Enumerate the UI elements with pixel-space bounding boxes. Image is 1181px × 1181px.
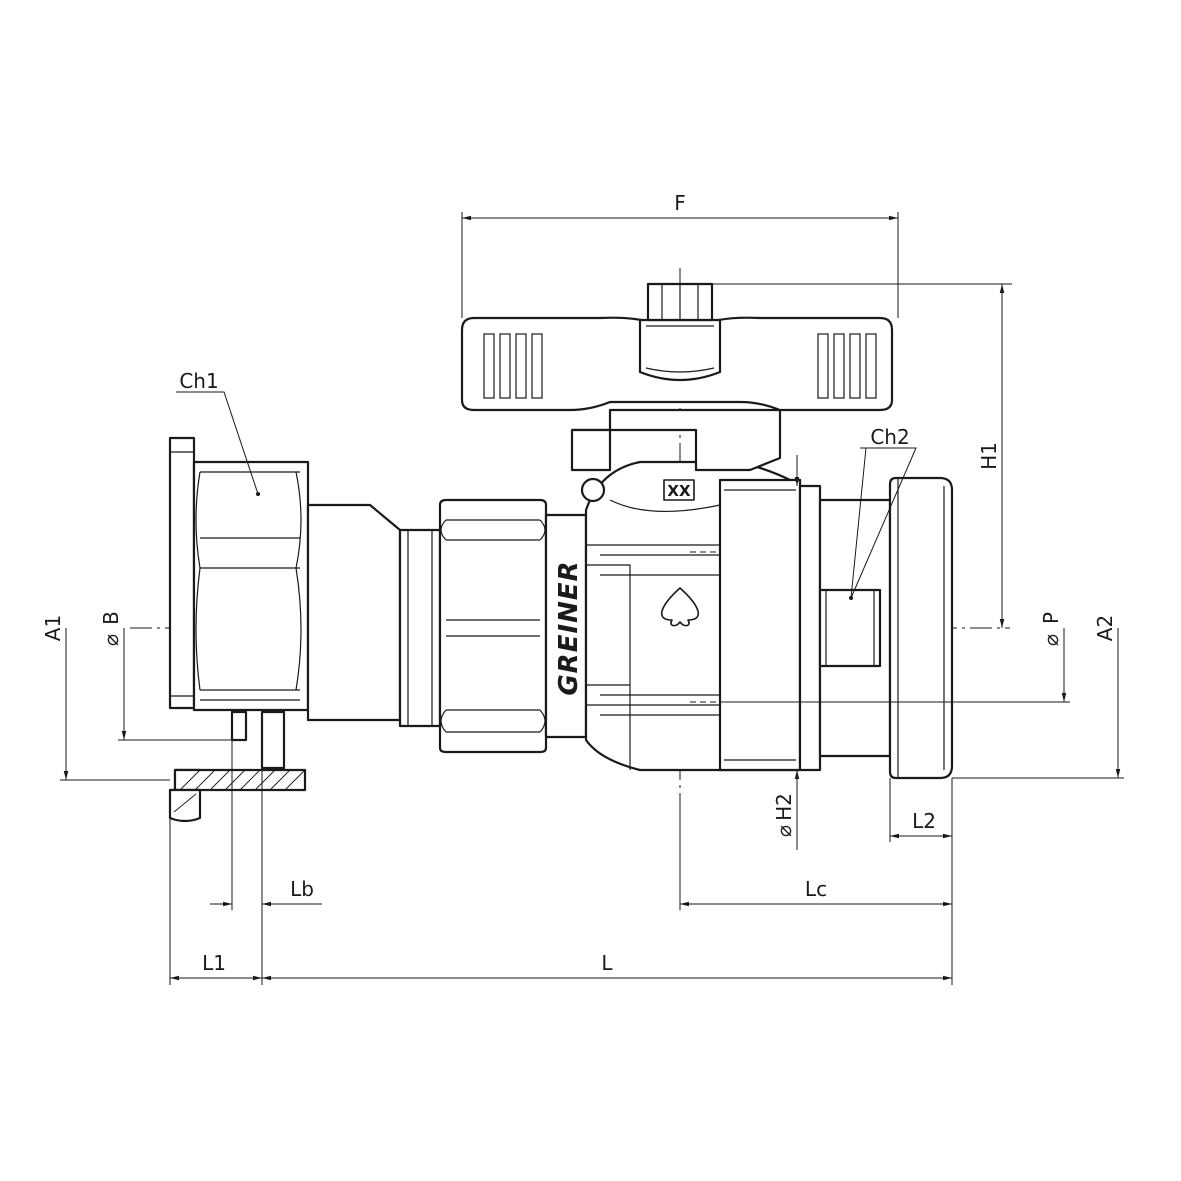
diameter-symbol-h2: ⌀ <box>772 825 796 837</box>
label-f: F <box>674 191 686 215</box>
label-l: L <box>601 951 613 975</box>
right-union-outlet <box>798 476 954 780</box>
label-l1: L1 <box>202 951 226 975</box>
label-lb: Lb <box>290 877 314 901</box>
label-p: P <box>1039 612 1063 624</box>
label-h2: H2 <box>772 793 796 821</box>
label-a1: A1 <box>41 615 65 641</box>
brand-text: GREINER <box>554 560 584 695</box>
label-l2: L2 <box>912 809 936 833</box>
handle-assembly <box>460 282 894 472</box>
label-h1: H1 <box>977 442 1001 470</box>
union-nut <box>438 498 588 754</box>
hatch-section-left <box>173 769 306 813</box>
diameter-symbol-b: ⌀ <box>99 634 123 646</box>
label-a2: A2 <box>1093 615 1117 641</box>
diameter-symbol-p: ⌀ <box>1039 634 1063 646</box>
label-lc: Lc <box>805 877 827 901</box>
label-ch2: Ch2 <box>870 425 909 449</box>
valve-body: XX GREINER <box>554 460 802 772</box>
flow-direction-spade-icon <box>660 587 700 627</box>
left-flange-connector <box>168 436 442 823</box>
label-b: B <box>99 611 123 625</box>
size-mark-text: XX <box>667 482 691 500</box>
label-ch1: Ch1 <box>179 369 218 393</box>
dimension-lines <box>60 212 1124 985</box>
dimension-labels: F H1 Ch1 Ch2 A1 ⌀ B ⌀ P A2 ⌀ H2 Lb Lc L1… <box>41 191 1117 975</box>
size-mark-box-icon: XX <box>663 479 695 501</box>
